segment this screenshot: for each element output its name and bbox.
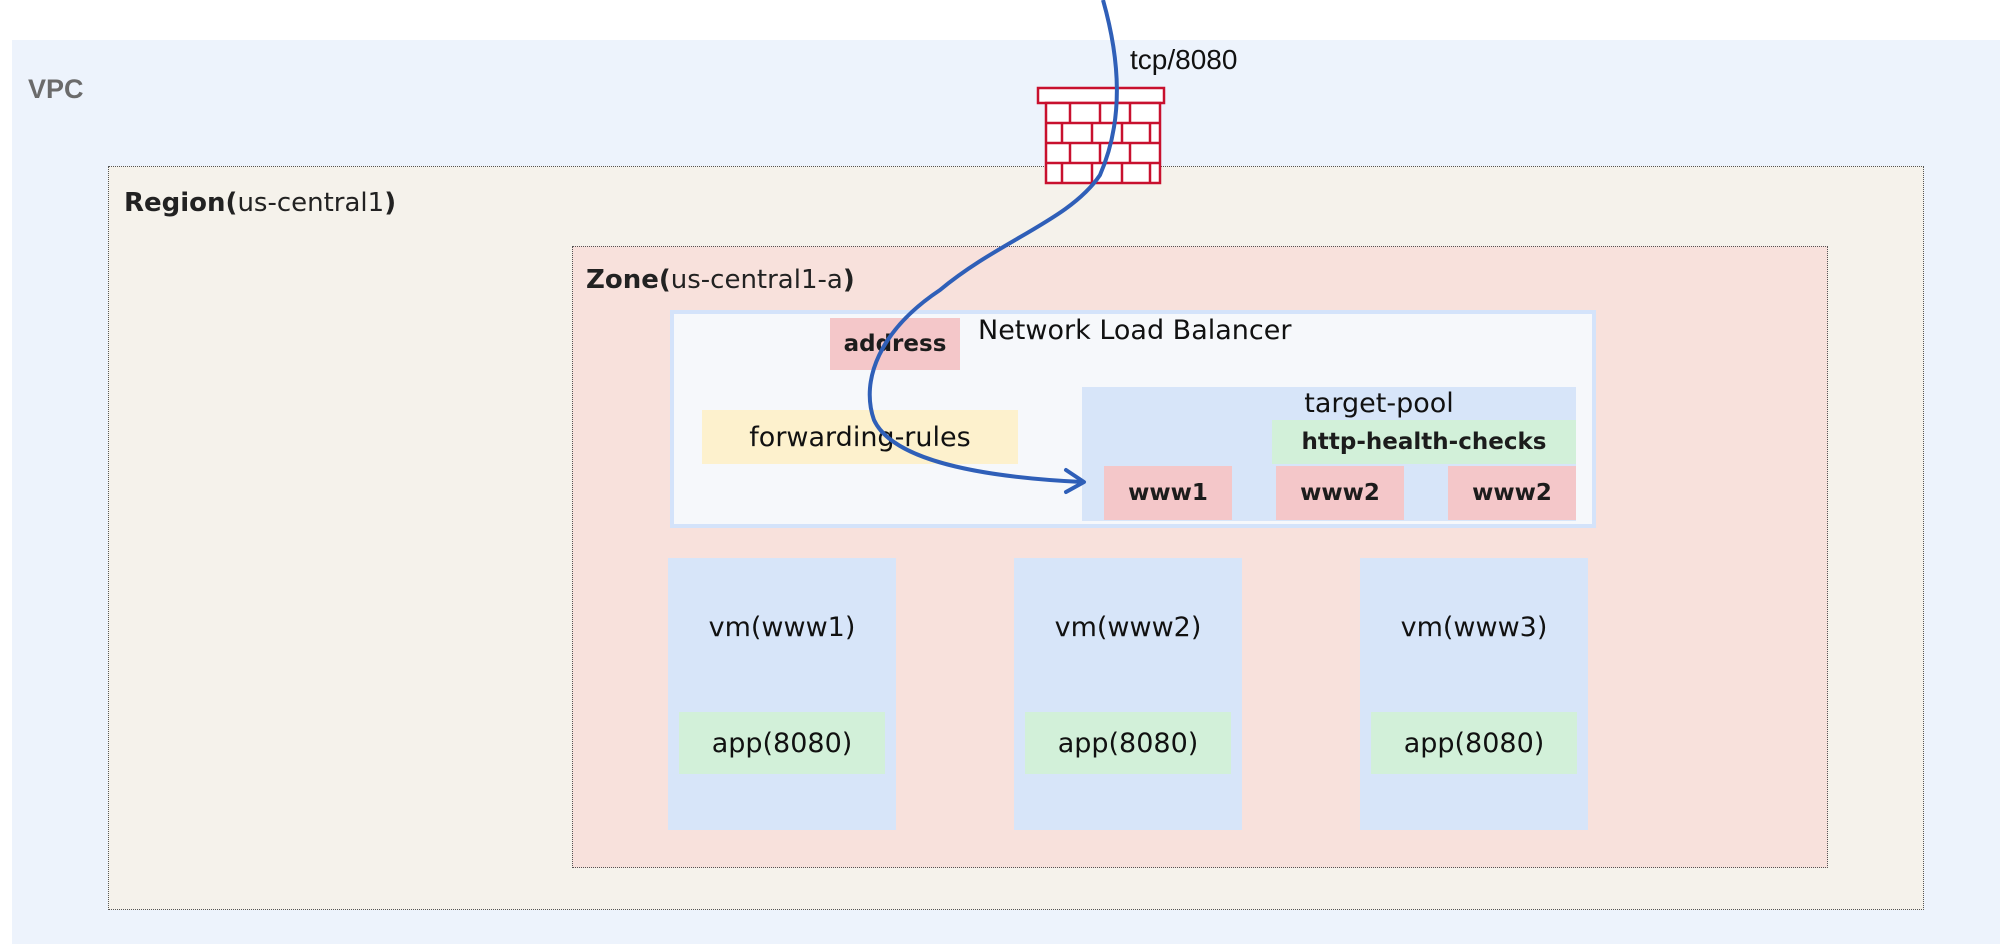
region-suffix: ) (384, 188, 397, 218)
zone-name: us-central1-a (670, 265, 843, 295)
zone-label: Zone(us-central1-a) (586, 265, 855, 295)
vm-www1-app: app(8080) (679, 712, 885, 774)
region-prefix: Region( (124, 188, 238, 218)
http-health-checks-box: http-health-checks (1272, 420, 1576, 464)
traffic-flow-arrow (867, 0, 1119, 494)
pool-member-www1: www1 (1104, 466, 1232, 520)
pool-member-www2: www2 (1276, 466, 1404, 520)
vm-www1-label: vm(www1) (708, 612, 856, 643)
firewall-port-label: tcp/8080 (1130, 44, 1238, 75)
vm-www2-label: vm(www2) (1054, 612, 1202, 643)
firewall-icon (1036, 86, 1166, 185)
target-pool-label: target-pool (1304, 388, 1454, 419)
region-name: us-central1 (237, 188, 385, 218)
vm-www2 (1014, 558, 1242, 830)
region-label: Region(us-central1) (124, 188, 396, 218)
vm-www3-label: vm(www3) (1400, 612, 1548, 643)
load-balancer-title: Network Load Balancer (978, 315, 1292, 346)
vm-www1 (668, 558, 896, 830)
forwarding-rules-box: forwarding-rules (702, 410, 1018, 464)
vpc-label: VPC (28, 74, 84, 104)
vm-www3-app: app(8080) (1371, 712, 1577, 774)
pool-member-www2-second: www2 (1448, 466, 1576, 520)
address-box: address (830, 318, 960, 370)
vm-www2-app: app(8080) (1025, 712, 1231, 774)
zone-prefix: Zone( (586, 265, 671, 295)
vm-www3 (1360, 558, 1588, 830)
zone-suffix: ) (842, 265, 855, 295)
